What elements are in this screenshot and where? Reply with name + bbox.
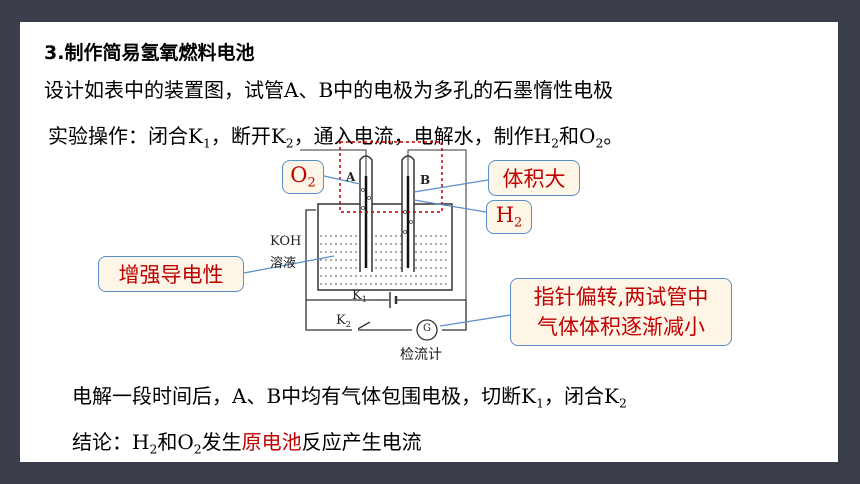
- callout-needle-deflection: 指针偏转,两试管中 气体体积逐渐减小: [510, 278, 732, 346]
- callout-h2: H2: [486, 200, 532, 234]
- k1-label: K1: [352, 288, 367, 304]
- callout-o2: O2: [282, 160, 324, 194]
- experiment-operation: 实验操作：闭合K1，断开K2，通入电流，电解水，制作H2和O2。: [48, 124, 624, 151]
- section-heading: 3.制作简易氢氧燃料电池: [44, 42, 255, 64]
- setup-description: 设计如表中的装置图，试管A、B中的电极为多孔的石墨惰性电极: [44, 78, 614, 102]
- slide-canvas: [20, 22, 838, 462]
- k2-label: K2: [336, 313, 351, 329]
- solution-label: 溶液: [270, 256, 297, 271]
- tube-b-label: B: [420, 173, 431, 187]
- callout-large-volume: 体积大: [488, 160, 580, 196]
- galvanometer-symbol: G: [423, 323, 431, 334]
- gas-region-highlight: [339, 141, 443, 213]
- switch-k2: [355, 321, 371, 331]
- callout-conductivity: 增强导电性: [98, 256, 244, 292]
- koh-solution: [320, 235, 450, 285]
- electrolysis-observation: 电解一段时间后，A、B中均有气体包围电极，切断K1，闭合K2: [72, 384, 627, 411]
- beaker: [317, 203, 453, 291]
- galvanometer-label: 检流计: [400, 347, 442, 363]
- galvanometer: [416, 319, 438, 341]
- conclusion: 结论：H2和O2发生原电池反应产生电流: [72, 430, 422, 457]
- koh-label: KOH: [270, 234, 302, 249]
- tube-a-label: A: [346, 170, 356, 184]
